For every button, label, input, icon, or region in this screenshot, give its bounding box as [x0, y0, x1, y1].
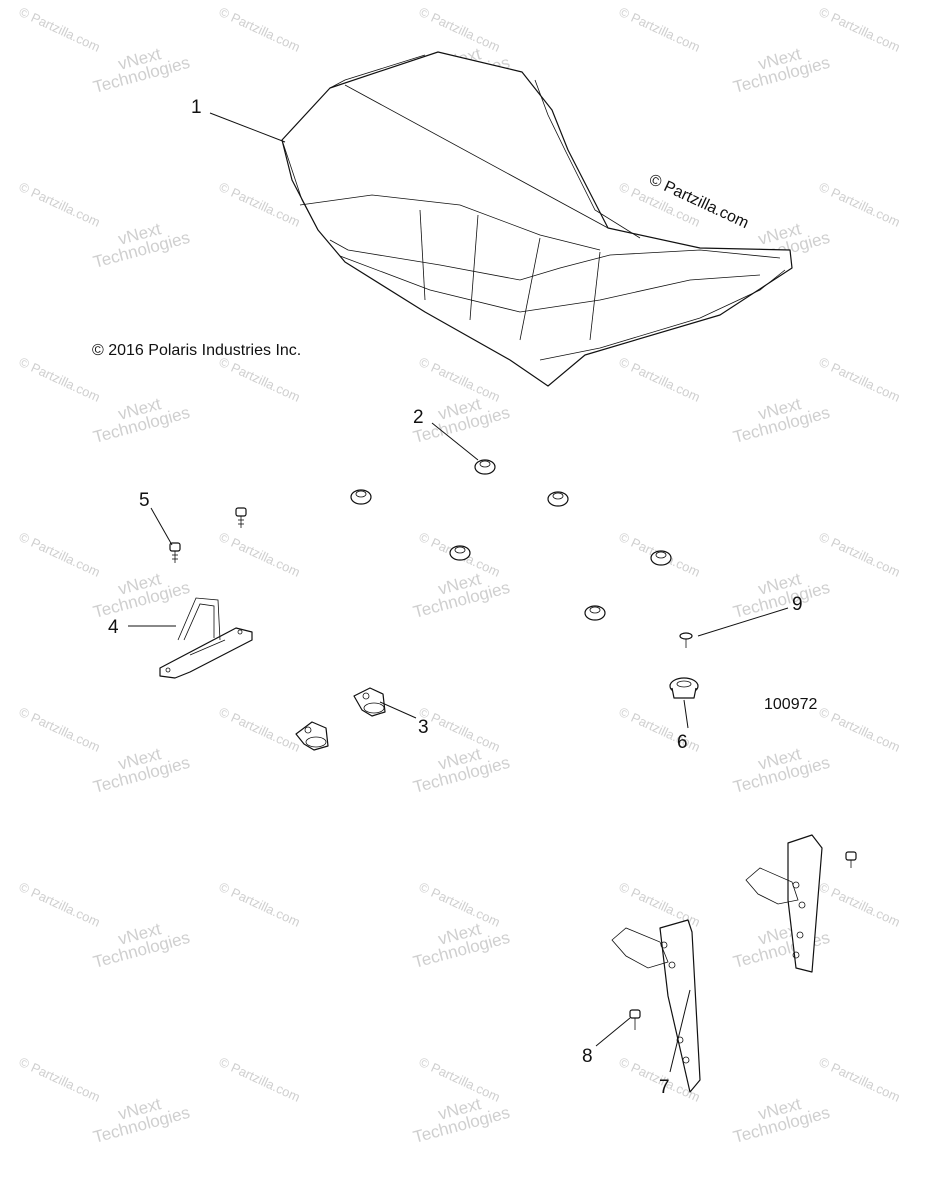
partzilla-watermark: © Partzilla.com — [417, 879, 503, 930]
callout-5: 5 — [139, 490, 150, 511]
partzilla-watermark: © Partzilla.com — [817, 1054, 903, 1105]
partzilla-watermark: © Partzilla.com — [217, 879, 303, 930]
partzilla-watermark: © Partzilla.com — [17, 1054, 103, 1105]
partzilla-watermark: © Partzilla.com — [617, 879, 703, 930]
hinge[interactable] — [745, 834, 823, 973]
partzilla-watermark: © Partzilla.com — [17, 704, 103, 755]
callout-4: 4 — [108, 617, 119, 638]
latch-part-3[interactable] — [353, 687, 386, 717]
partzilla-watermark: © Partzilla.com — [417, 4, 503, 55]
callout-8: 8 — [582, 1046, 593, 1067]
latch[interactable] — [295, 721, 329, 751]
partzilla-watermark: © Partzilla.com — [217, 529, 303, 580]
callout-3: 3 — [418, 717, 429, 738]
callout-7: 7 — [659, 1077, 670, 1098]
grommet[interactable] — [547, 491, 569, 507]
partzilla-watermark: © Partzilla.com — [17, 529, 103, 580]
partzilla-watermark: © Partzilla.com — [617, 354, 703, 405]
grommet[interactable] — [650, 550, 672, 566]
partzilla-watermark: © Partzilla.com — [217, 179, 303, 230]
partzilla-watermark: © Partzilla.com — [417, 1054, 503, 1105]
grommet-part-6[interactable] — [669, 677, 699, 699]
screw[interactable] — [845, 851, 857, 868]
partzilla-watermark: © Partzilla.com — [417, 354, 503, 405]
partzilla-watermark: © Partzilla.com — [417, 704, 503, 755]
bolt[interactable] — [235, 507, 247, 528]
partzilla-watermark: © Partzilla.com — [617, 704, 703, 755]
partzilla-watermark: © Partzilla.com — [217, 1054, 303, 1105]
grommet-part-2[interactable] — [474, 459, 496, 475]
seat-part-1[interactable] — [281, 51, 793, 387]
partzilla-watermark: © Partzilla.com — [17, 354, 103, 405]
partzilla-watermark: © Partzilla.com — [817, 4, 903, 55]
partzilla-watermark: © Partzilla.com — [817, 704, 903, 755]
partzilla-watermark: © Partzilla.com — [817, 529, 903, 580]
grommet[interactable] — [350, 489, 372, 505]
push-pin-part-9[interactable] — [679, 632, 693, 648]
polaris-copyright: © 2016 Polaris Industries Inc. — [92, 342, 301, 359]
bracket-part-4[interactable] — [159, 597, 253, 679]
grommet[interactable] — [584, 605, 606, 621]
hinge-part-7[interactable] — [611, 919, 701, 1093]
partzilla-watermark: © Partzilla.com — [217, 704, 303, 755]
figure-id: 100972 — [764, 696, 817, 713]
screw-part-8[interactable] — [629, 1009, 641, 1030]
callout-2: 2 — [413, 407, 424, 428]
partzilla-watermark: © Partzilla.com — [817, 879, 903, 930]
partzilla-watermark: © Partzilla.com — [217, 4, 303, 55]
callout-6: 6 — [677, 732, 688, 753]
grommet[interactable] — [449, 545, 471, 561]
partzilla-watermark: © Partzilla.com — [17, 179, 103, 230]
partzilla-watermark: © Partzilla.com — [817, 179, 903, 230]
partzilla-watermark: © Partzilla.com — [217, 354, 303, 405]
partzilla-watermark: © Partzilla.com — [17, 4, 103, 55]
partzilla-watermark: © Partzilla.com — [617, 4, 703, 55]
leader-lines — [128, 112, 789, 1073]
callout-1: 1 — [191, 97, 202, 118]
partzilla-watermark: © Partzilla.com — [17, 879, 103, 930]
partzilla-watermark: © Partzilla.com — [817, 354, 903, 405]
callout-numbers: 1 2 3 4 5 6 7 8 9 — [108, 97, 803, 1098]
bolt-part-5[interactable] — [169, 542, 181, 563]
callout-9: 9 — [792, 594, 803, 615]
